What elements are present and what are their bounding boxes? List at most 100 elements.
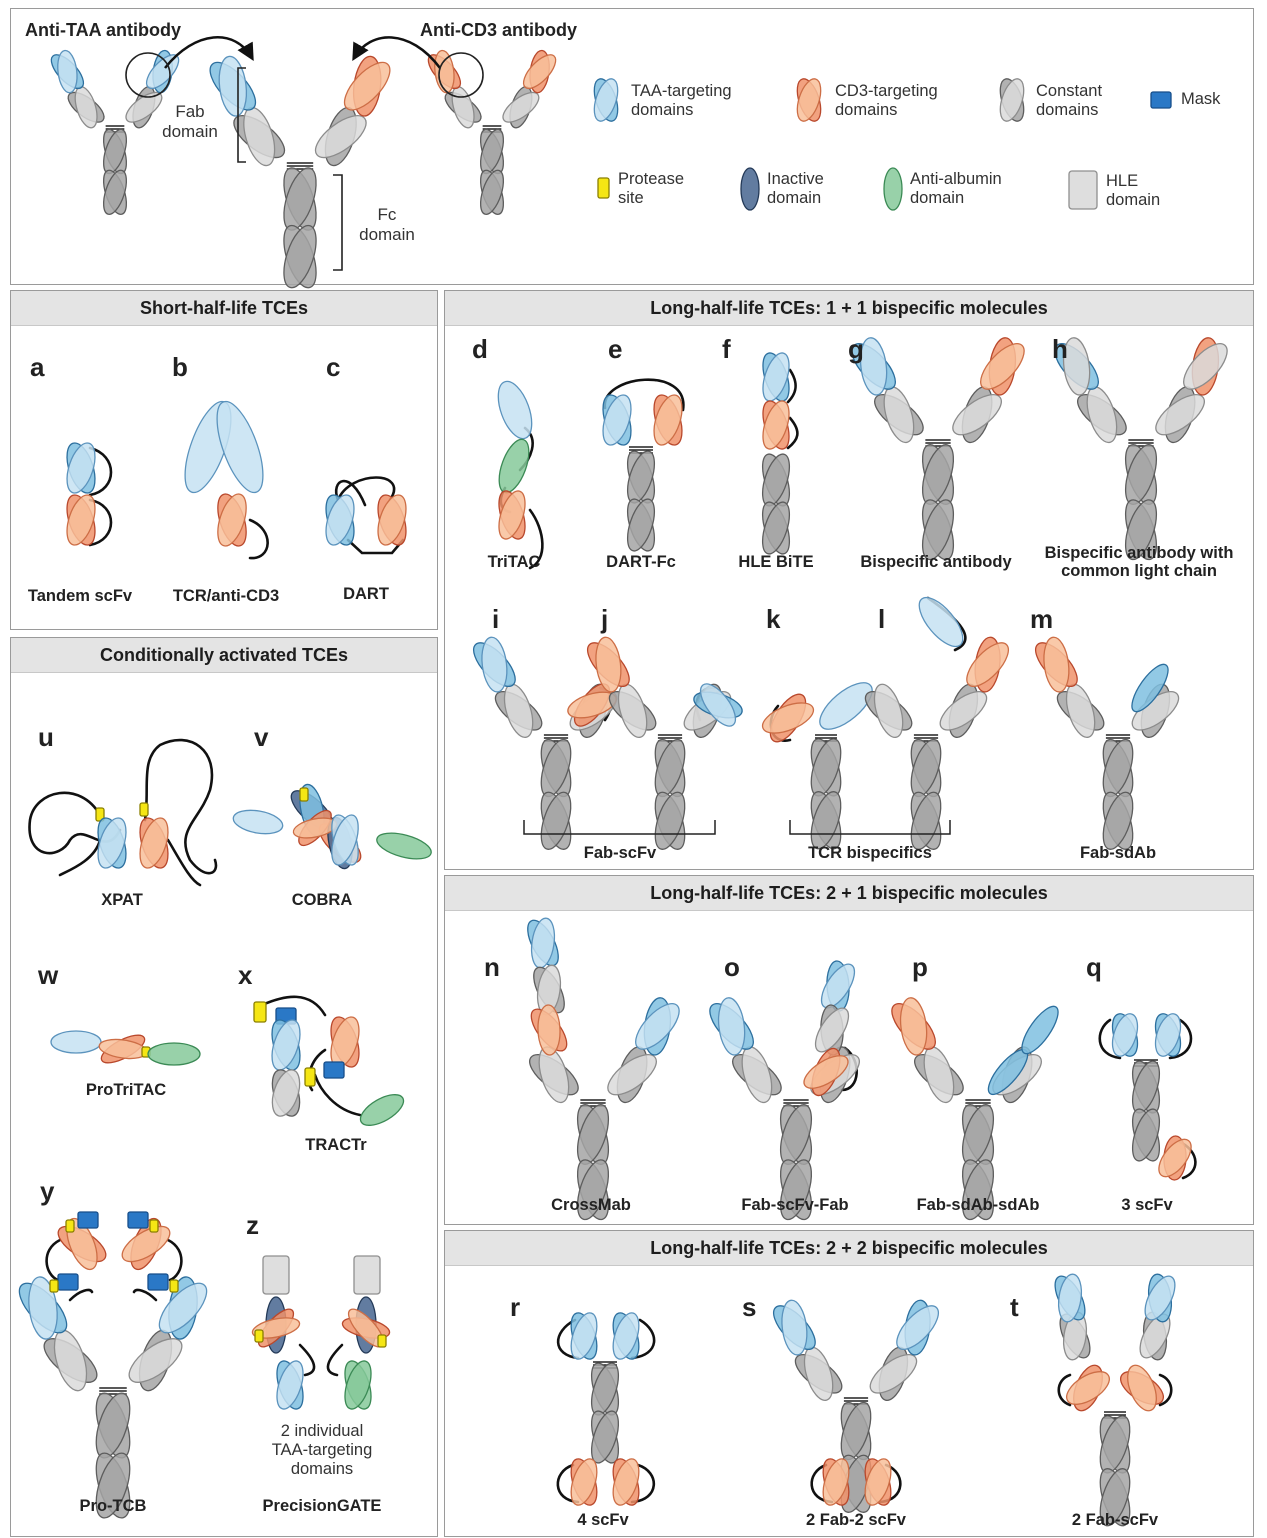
letter-o: o xyxy=(724,952,740,982)
fab-domain-line1: Fab xyxy=(175,102,205,121)
q-taa xyxy=(1154,1013,1182,1057)
r-cd3 xyxy=(612,1458,640,1506)
fc-domain-line1: Fc xyxy=(377,205,397,224)
variable-domain xyxy=(1062,337,1091,396)
variable-domain xyxy=(980,343,1025,390)
fc-domain xyxy=(95,1452,131,1519)
legend-constant-l2: domains xyxy=(1036,101,1099,120)
letter-s: s xyxy=(742,1292,757,1322)
long-22-header: Long-half-life TCEs: 2 + 2 bispecific mo… xyxy=(445,1231,1253,1266)
f-taa xyxy=(762,352,790,402)
v-taa xyxy=(331,814,359,866)
y-protease xyxy=(49,1279,59,1293)
linker xyxy=(786,368,797,404)
label-tritac: TriTAC xyxy=(487,553,541,571)
fc-domain xyxy=(1099,1468,1131,1527)
legend-swatch-protease xyxy=(597,177,610,199)
k-tcr xyxy=(819,682,873,730)
u-cd3 xyxy=(139,817,169,869)
variable-domain xyxy=(218,55,248,117)
o-constant xyxy=(814,1007,850,1053)
long-21-header: Long-half-life TCEs: 2 + 1 bispecific mo… xyxy=(445,876,1253,911)
label-tcr-bispecifics: TCR bispecifics xyxy=(808,844,932,862)
fc-domain xyxy=(779,1104,813,1165)
legend-protease-l2: site xyxy=(618,189,644,208)
variable-domain xyxy=(595,636,622,693)
linker xyxy=(166,1238,183,1282)
linker xyxy=(346,538,405,555)
label-hle-bite: HLE BiTE xyxy=(738,553,814,571)
letter-y: y xyxy=(40,1176,55,1206)
domain-layer xyxy=(18,49,1228,1527)
linker xyxy=(556,1463,580,1504)
variable-domain xyxy=(1183,343,1228,390)
label-tandem-scfv: Tandem scFv xyxy=(27,587,133,605)
r-taa xyxy=(570,1312,598,1360)
linker xyxy=(58,838,102,877)
fc-domain xyxy=(761,501,791,555)
variable-domain xyxy=(896,1305,939,1350)
linker xyxy=(132,1288,158,1302)
fc-domain xyxy=(961,1104,995,1165)
arrow-taa xyxy=(164,36,254,69)
letter-m: m xyxy=(1030,604,1054,634)
linker xyxy=(143,738,218,875)
linker xyxy=(260,995,327,1017)
t-taa xyxy=(1057,1273,1083,1323)
y-mask xyxy=(127,1211,149,1229)
label-precisiongate: PrecisionGATE xyxy=(262,1497,382,1515)
variable-domain xyxy=(28,1276,58,1340)
z-protease xyxy=(377,1334,387,1348)
t-cd3 xyxy=(1127,1364,1157,1412)
x-protease xyxy=(304,1067,316,1087)
fc-domain xyxy=(102,169,128,215)
linker-layer xyxy=(28,368,1197,1504)
z-taa xyxy=(344,1360,372,1410)
letter-w: w xyxy=(38,960,59,990)
x-constant xyxy=(271,1069,301,1117)
constant-domain xyxy=(502,91,540,123)
v-albumin xyxy=(376,832,432,860)
tcr-bracket xyxy=(789,820,951,835)
linker xyxy=(528,508,544,570)
w-albumin xyxy=(147,1042,201,1066)
linker xyxy=(1168,1018,1193,1060)
constant-domain xyxy=(128,1338,183,1383)
fc-domain xyxy=(576,1104,610,1165)
linker xyxy=(45,1238,62,1282)
variable-domain xyxy=(481,636,508,693)
linker xyxy=(630,1318,656,1360)
legend-mask: Mask xyxy=(1181,90,1220,109)
fab-domain-label: Fab domain xyxy=(150,102,230,141)
legend-inactive-l2: domain xyxy=(767,189,822,208)
label-crossmab: CrossMab xyxy=(551,1196,631,1214)
legend-swatch-cd3 xyxy=(796,78,822,122)
o-taa xyxy=(820,963,856,1009)
letter-x: x xyxy=(238,960,253,990)
fc-domain xyxy=(921,499,955,561)
label-fab-scfv-fab: Fab-scFv-Fab xyxy=(741,1196,849,1214)
legend-constant-l1: Constant xyxy=(1036,82,1103,100)
short-half-life-panel: Short-half-life TCEs xyxy=(10,290,438,630)
v-taa xyxy=(232,809,284,835)
u-taa xyxy=(97,817,127,869)
fc-domain xyxy=(779,1159,813,1221)
x-albumin xyxy=(359,1094,405,1126)
variable-domain xyxy=(899,997,928,1056)
linker xyxy=(28,791,122,855)
x-mask xyxy=(323,1061,345,1079)
a-taa xyxy=(66,442,96,494)
precisiongate-note: 2 individual TAA-targeting domains xyxy=(271,1422,373,1478)
fc-domain xyxy=(961,1159,995,1221)
linker xyxy=(313,1073,362,1117)
d-taa xyxy=(497,380,533,440)
anti-taa-title: Anti-TAA antibody xyxy=(25,20,181,40)
label-2fab-scfv: 2 Fab-scFv xyxy=(1071,1511,1159,1529)
q-taa xyxy=(1111,1013,1139,1057)
label-dart: DART xyxy=(343,585,389,603)
